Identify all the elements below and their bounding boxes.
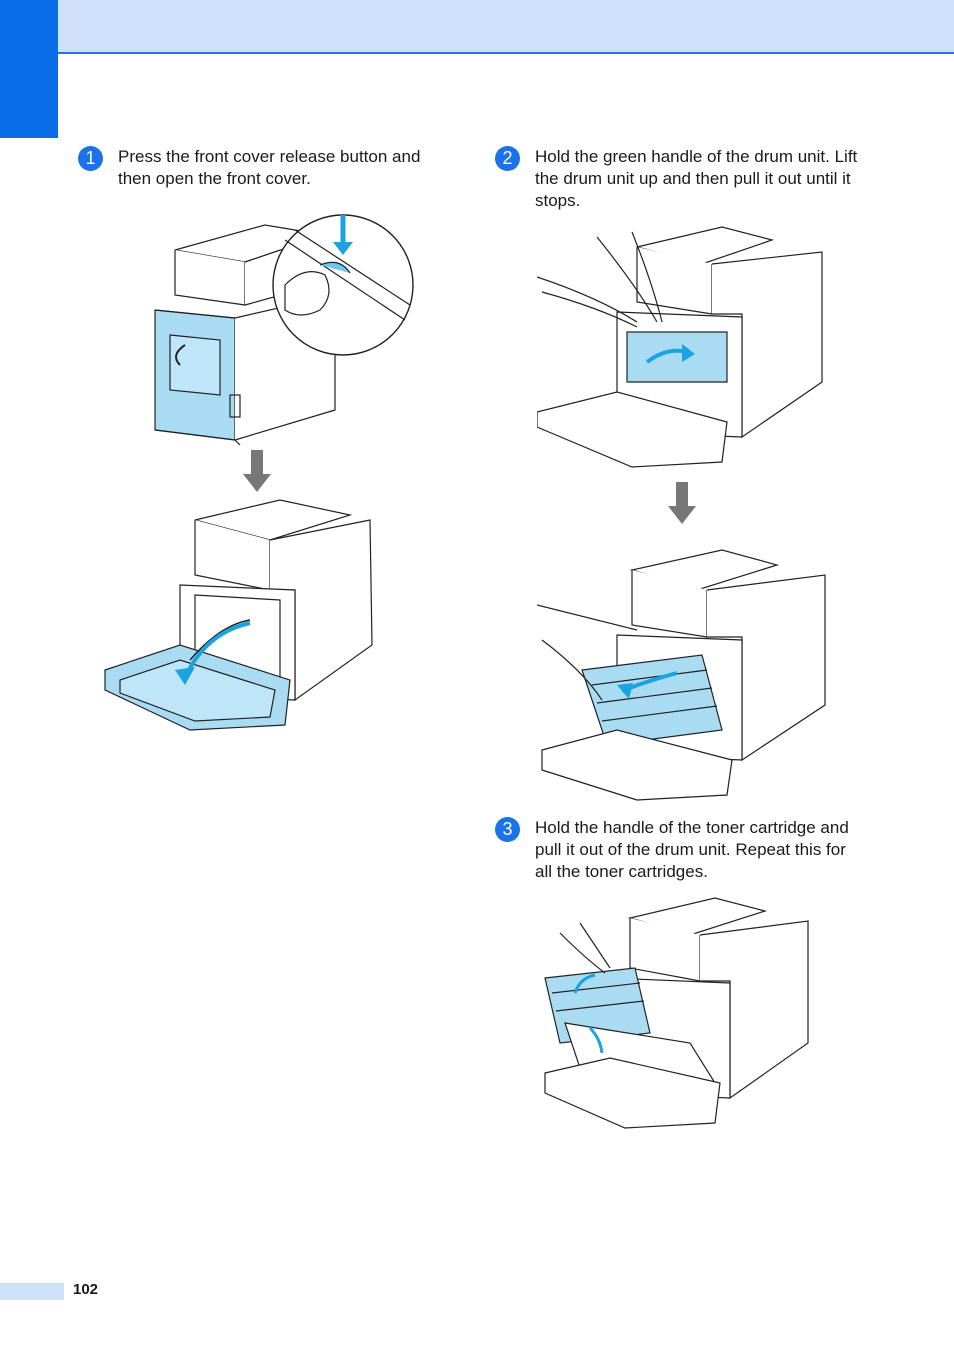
- drum-unit-lift-illustration: [537, 226, 823, 468]
- printer-front-cover-release-illustration: [154, 214, 414, 445]
- page-number: 102: [73, 1281, 99, 1298]
- toner-cartridge-removal-illustration: [544, 897, 809, 1129]
- step-text: Hold the handle of the toner cartridge a…: [535, 818, 849, 881]
- header-band: [0, 0, 954, 54]
- step-number-badge: 2: [495, 146, 520, 171]
- drum-unit-pulled-out-illustration: [537, 549, 826, 801]
- step-number-badge: 1: [78, 146, 103, 171]
- down-arrow-icon: [668, 482, 696, 524]
- printer-cover-open-illustration: [104, 499, 373, 731]
- step-number-badge: 3: [495, 817, 520, 842]
- step-text: Hold the green handle of the drum unit. …: [535, 147, 858, 210]
- footer-band: [0, 1283, 64, 1300]
- step-text: Press the front cover release button and…: [118, 147, 421, 188]
- down-arrow-icon: [243, 450, 271, 492]
- chapter-tab: [0, 0, 58, 138]
